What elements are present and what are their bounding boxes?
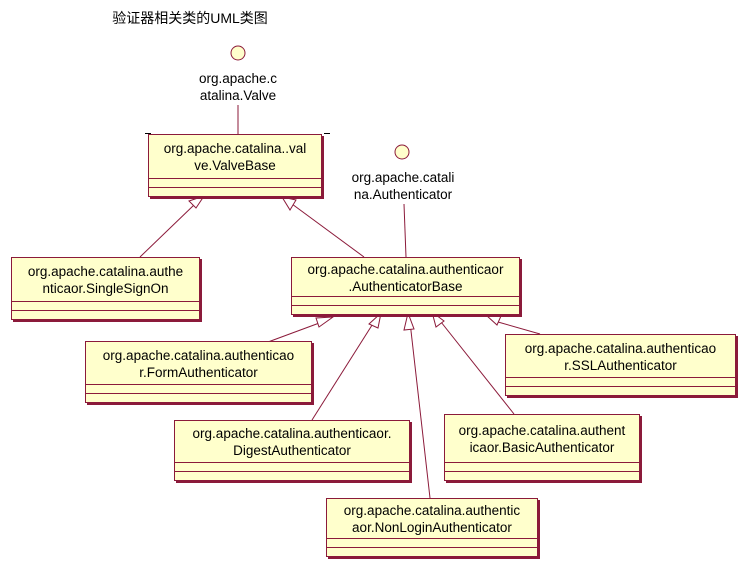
diagram-title: 验证器相关类的UML类图 bbox=[112, 10, 268, 26]
class-formauthenticator-name-line2: r.FormAuthenticator bbox=[139, 364, 258, 380]
valve-interface-circle bbox=[230, 45, 246, 61]
class-singlesignon[interactable]: org.apache.catalina.authe nticaor.SingleS… bbox=[11, 257, 200, 320]
class-nonloginauthenticator-operations bbox=[327, 547, 537, 556]
class-nonloginauthenticator-name: org.apache.catalina.authentic aor.NonLogi… bbox=[327, 499, 537, 538]
class-authenticatorbase-name: org.apache.catalina.authenticaor.Authent… bbox=[292, 258, 519, 296]
class-sslauthenticator-name-line1: org.apache.catalina.authenticao bbox=[524, 340, 717, 356]
class-nonloginauthenticator-name-line2: aor.NonLoginAuthenticator bbox=[352, 520, 512, 535]
valve-interface-label: org.apache.c atalina.Valve bbox=[178, 70, 298, 104]
class-singlesignon-operations bbox=[12, 310, 199, 319]
authenticator-interface-label-line1: org.apache.catali bbox=[351, 170, 455, 185]
valve-interface-label-line2: atalina.Valve bbox=[199, 88, 277, 103]
class-authenticatorbase-name-line1: org.apache.catalina.authenticaor bbox=[307, 261, 504, 277]
authbase-extends-valvebase-line bbox=[291, 203, 365, 258]
class-nonloginauthenticator-attributes bbox=[327, 538, 537, 547]
class-authenticatorbase-name-line2: .AuthenticatorBase bbox=[348, 278, 463, 294]
class-basicauthenticator-name-line2: icaor.BasicAuthenticator bbox=[469, 440, 615, 455]
class-digestauthenticator-name-line2: DigestAuthenticator bbox=[233, 443, 351, 458]
class-valvebase-operations bbox=[149, 187, 321, 196]
class-authenticatorbase[interactable]: org.apache.catalina.authenticaor.Authent… bbox=[291, 257, 520, 315]
class-basicauthenticator-operations bbox=[445, 471, 639, 480]
authenticator-interface-label-line2: na.Authenticator bbox=[353, 187, 453, 202]
class-formauthenticator-operations bbox=[86, 393, 311, 402]
arrowhead-digest bbox=[368, 311, 382, 329]
arrowhead-basic bbox=[431, 310, 445, 328]
class-basicauthenticator[interactable]: org.apache.catalina.authent icaor.BasicAu… bbox=[444, 414, 640, 481]
class-basicauthenticator-name-line1: org.apache.catalina.authent bbox=[458, 423, 626, 438]
selection-tick-left bbox=[145, 133, 151, 134]
class-valvebase-name: org.apache.catalina..val ve.ValveBase bbox=[149, 135, 321, 178]
form-extends-authbase-line bbox=[267, 321, 323, 343]
class-digestauthenticator[interactable]: org.apache.catalina.authenticaor. DigestA… bbox=[174, 420, 410, 481]
class-digestauthenticator-name-line1: org.apache.catalina.authenticaor. bbox=[192, 426, 392, 441]
class-singlesignon-name-line1: org.apache.catalina.authe bbox=[27, 264, 184, 279]
class-sslauthenticator-attributes bbox=[506, 377, 735, 386]
authenticator-interface-label: org.apache.catali na.Authenticator bbox=[330, 169, 476, 203]
valve-interface-label-line1: org.apache.c bbox=[198, 71, 278, 86]
authenticator-interface-circle bbox=[394, 144, 410, 160]
class-nonloginauthenticator[interactable]: org.apache.catalina.authentic aor.NonLogi… bbox=[326, 498, 538, 557]
class-digestauthenticator-attributes bbox=[175, 462, 409, 471]
class-digestauthenticator-operations bbox=[175, 471, 409, 480]
class-singlesignon-name-line2: nticaor.SingleSignOn bbox=[42, 281, 169, 296]
class-basicauthenticator-attributes bbox=[445, 462, 639, 471]
arrowhead-nonlogin bbox=[403, 311, 415, 331]
class-sslauthenticator-name-line2: r.SSLAuthenticator bbox=[564, 357, 677, 373]
authbase-realizes-authenticator-line bbox=[403, 203, 407, 258]
arrowhead-ssl bbox=[484, 314, 502, 326]
class-authenticatorbase-attributes bbox=[292, 296, 519, 305]
class-singlesignon-name: org.apache.catalina.authe nticaor.SingleS… bbox=[12, 258, 199, 301]
ssl-extends-authbase-line bbox=[497, 321, 541, 335]
class-nonloginauthenticator-name-line1: org.apache.catalina.authentic bbox=[343, 503, 521, 518]
class-formauthenticator-attributes bbox=[86, 384, 311, 393]
class-sslauthenticator-operations bbox=[506, 386, 735, 395]
arrowhead-singlesignon bbox=[188, 195, 206, 209]
arrowhead-form bbox=[315, 316, 335, 328]
class-digestauthenticator-name: org.apache.catalina.authenticaor. DigestA… bbox=[175, 421, 409, 462]
class-singlesignon-attributes bbox=[12, 301, 199, 310]
class-valvebase-name-line1: org.apache.catalina..val bbox=[163, 141, 307, 156]
digest-extends-authbase-line bbox=[311, 321, 375, 421]
class-valvebase[interactable]: org.apache.catalina..val ve.ValveBase bbox=[148, 134, 322, 197]
singlesignon-extends-valvebase-line bbox=[139, 203, 196, 258]
class-authenticatorbase-operations bbox=[292, 305, 519, 314]
class-basicauthenticator-name: org.apache.catalina.authent icaor.BasicAu… bbox=[445, 415, 639, 462]
class-valvebase-attributes bbox=[149, 178, 321, 187]
arrowhead-authbase-to-valvebase bbox=[280, 196, 297, 211]
class-valvebase-name-line2: ve.ValveBase bbox=[194, 158, 276, 173]
class-formauthenticator-name-line1: org.apache.catalina.authenticao bbox=[102, 347, 295, 363]
selection-tick-right bbox=[324, 133, 330, 134]
nonlogin-extends-authbase-line bbox=[409, 321, 431, 499]
basic-extends-authbase-line bbox=[440, 321, 515, 415]
